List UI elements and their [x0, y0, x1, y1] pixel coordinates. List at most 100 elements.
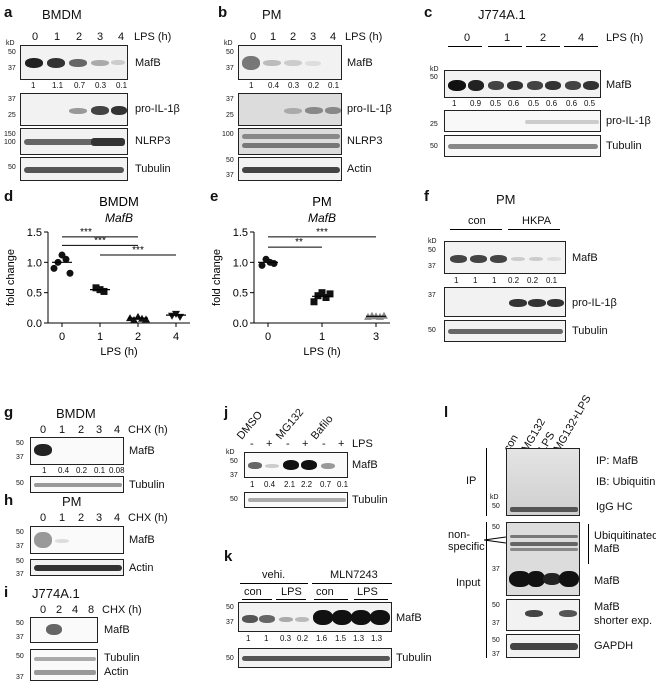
group-label: MG132: [273, 406, 307, 442]
quant-value: 1.1: [52, 81, 64, 90]
data-point: [172, 310, 180, 318]
kd-label: 150: [4, 131, 16, 138]
kd-label: 37: [226, 172, 234, 179]
lane-label: 1: [270, 31, 277, 43]
panel-letter-a: a: [4, 4, 13, 21]
panel-c-title: J774A.1: [478, 7, 526, 22]
condition-label: CHX (h): [128, 512, 168, 524]
kd-label: 37: [16, 571, 24, 578]
chart-subtitle: MafB: [105, 211, 133, 225]
row-label: pro-IL-1β: [572, 297, 617, 309]
row-label: NLRP3: [347, 135, 383, 147]
blot-pro-il1b: [444, 110, 601, 132]
lane-label: 2: [56, 604, 63, 616]
kd-label: 100: [222, 131, 234, 138]
data-point: [322, 294, 330, 302]
quant-value: 1: [249, 81, 254, 90]
condition-label: CHX (h): [102, 604, 142, 616]
blot-pro-il1b: [238, 93, 342, 126]
lane-label: 3: [97, 31, 104, 43]
row-label: MafB: [129, 445, 155, 457]
row-label: MafB: [135, 57, 161, 69]
blot-mafb: [30, 437, 124, 465]
blot-actin: [238, 157, 342, 181]
kd-label: 37: [428, 263, 436, 270]
lane-label: 4: [330, 31, 337, 43]
lane-label: 0: [250, 31, 257, 43]
blot-mafb: [20, 45, 128, 80]
quant-value: 0.6: [566, 99, 578, 108]
kd-label: 37: [492, 620, 500, 627]
lane-label: 2: [290, 31, 297, 43]
x-tick-label: 1: [97, 331, 103, 343]
kd-label: 50: [492, 637, 500, 644]
quant-value: 1: [492, 276, 497, 285]
quant-value: 0.3: [288, 81, 300, 90]
quant-value: 1.5: [335, 634, 347, 643]
blot-mafb: [30, 617, 98, 643]
ip-side-label: IP: [466, 475, 477, 487]
sign-label: -: [286, 438, 290, 450]
x-tick-label: 2: [135, 331, 141, 343]
blot-mafb: [244, 452, 348, 478]
group-label: vehi.: [262, 569, 286, 581]
kd-label: 25: [226, 112, 234, 119]
sub-label: con: [316, 586, 334, 598]
lane-label: 3: [310, 31, 317, 43]
blot-tubulin: [444, 320, 566, 342]
row-label: Tubulin: [104, 652, 140, 664]
kd-label: 100: [4, 139, 16, 146]
sign-label: -: [250, 438, 254, 450]
quant-value: 1: [42, 466, 47, 475]
blot-pro-il1b: [444, 287, 566, 317]
quant-value: 0.2: [508, 276, 520, 285]
lane-label: 0: [40, 512, 47, 524]
lane-label: 4: [578, 32, 585, 44]
quant-value: 1.6: [316, 634, 328, 643]
data-point: [66, 269, 74, 277]
blot-tubulin: [238, 648, 392, 668]
quant-value: 0.2: [297, 634, 309, 643]
quant-value: 2.2: [301, 480, 313, 489]
quant-value: 0.1: [328, 81, 340, 90]
kd-label: 50: [16, 620, 24, 627]
data-point: [270, 260, 278, 268]
row-label: MafB: [606, 79, 632, 91]
y-tick-label: 1.5: [233, 227, 248, 239]
condition-label: LPS (h): [134, 31, 172, 43]
row-label: Tubulin: [606, 140, 642, 152]
blot-tubulin: [20, 157, 128, 181]
lane-label: MG132+LPS: [551, 393, 594, 454]
x-axis-label: LPS (h): [100, 346, 137, 358]
panel-letter-k: k: [224, 548, 233, 565]
x-axis-label: LPS (h): [303, 346, 340, 358]
blot-ip-ubiquitin: [506, 448, 580, 516]
condition-label: LPS (h): [606, 32, 644, 44]
blot-tubulin-actin: [30, 649, 98, 681]
quant-value: 0.1: [94, 466, 106, 475]
kd-label: 37: [16, 674, 24, 681]
row-label: MafB: [347, 57, 373, 69]
lane-label: 0: [464, 32, 471, 44]
significance-stars: ***: [316, 227, 328, 238]
blot-tubulin: [444, 135, 601, 157]
kd-label: kD: [490, 494, 499, 501]
lane-label: 8: [88, 604, 95, 616]
quant-value: 2.1: [284, 480, 296, 489]
input-label: MafB shorter exp.: [594, 601, 653, 627]
condition-label: LPS (h): [345, 31, 383, 43]
significance-stars: ***: [80, 227, 92, 238]
group-label: con: [468, 215, 486, 227]
kd-label: 50: [230, 496, 238, 503]
panel-letter-e: e: [210, 188, 219, 205]
sign-label: -: [322, 438, 326, 450]
ip-label: IgG HC: [596, 501, 633, 513]
kd-label: kD: [6, 40, 15, 47]
ip-label: IP: MafB: [596, 455, 639, 467]
y-axis-label: fold change: [211, 249, 223, 306]
quant-value: 0.2: [527, 276, 539, 285]
chart-subtitle: MafB: [308, 211, 336, 225]
sign-label: +: [302, 438, 309, 450]
blot-mafb-short: [506, 599, 580, 631]
